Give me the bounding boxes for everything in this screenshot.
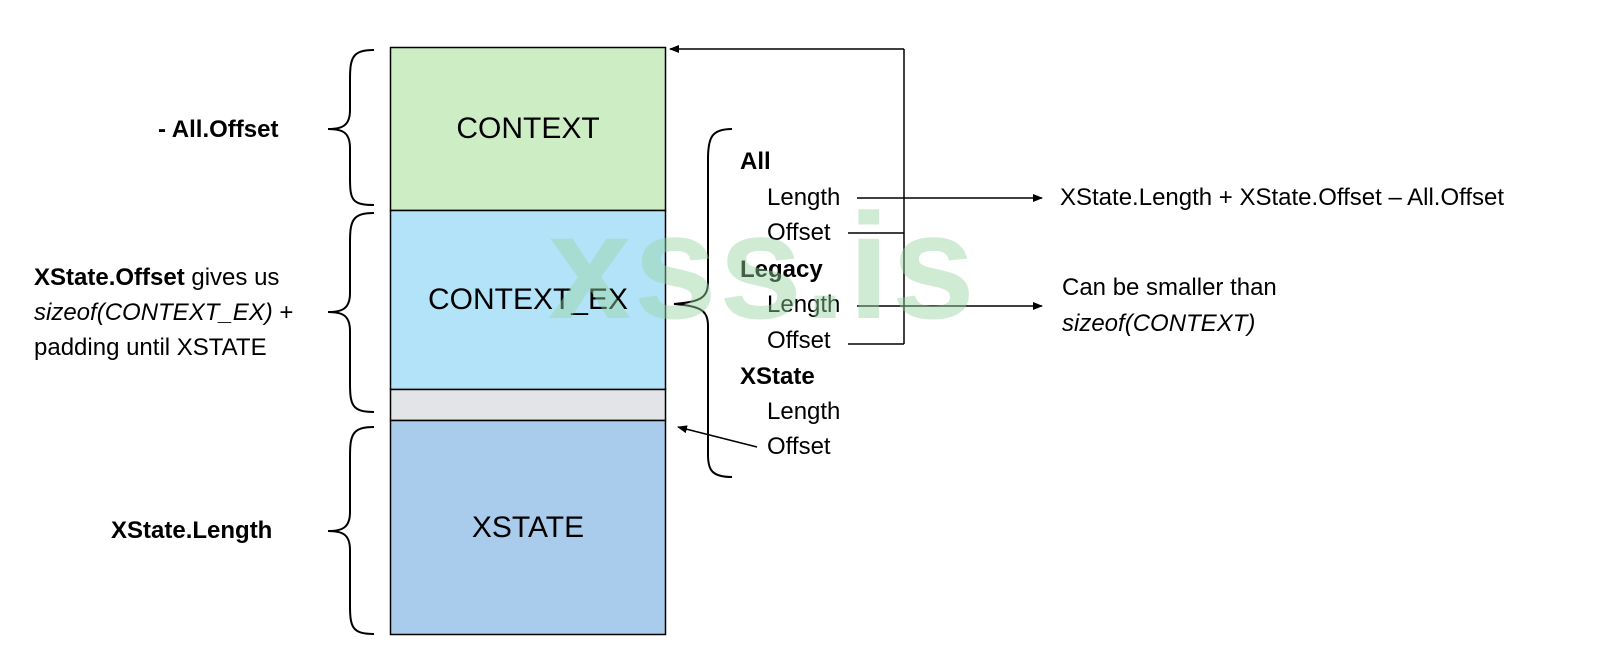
label-sizeof-context-ex: sizeof(CONTEXT_EX) <box>34 299 273 326</box>
xstate-box <box>389 419 667 636</box>
label-xstate-offset-bold: XState.Offset <box>34 264 185 291</box>
context-label: CONTEXT <box>456 112 600 145</box>
annotation-legacy-note-line2: sizeof(CONTEXT) <box>1062 310 1256 337</box>
brace-all-offset <box>327 49 375 206</box>
field-legacy: Legacy <box>740 256 823 283</box>
field-all-offset: Offset <box>767 219 831 246</box>
field-xstate-length: Length <box>767 398 841 425</box>
label-xstate-offset-line2: sizeof(CONTEXT_EX) + <box>34 295 293 330</box>
annotation-all-length-formula: XState.Length + XState.Offset – All.Offs… <box>1060 184 1505 211</box>
label-xstate-offset-rest: gives us <box>184 264 280 291</box>
arrow-xstate-offset <box>677 425 758 448</box>
brace-xstate-offset <box>327 212 375 413</box>
xstate-label: XSTATE <box>471 510 585 544</box>
label-xstate-offset-line1: XState.Offset gives us <box>34 260 279 295</box>
field-xstate-offset: Offset <box>767 433 831 460</box>
brace-xstate-length <box>327 426 375 635</box>
context-ex-label: CONTEXT_EX <box>427 283 629 316</box>
brace-context-ex-struct <box>673 128 733 478</box>
annotation-legacy-note-line1: Can be smaller than <box>1062 274 1277 301</box>
label-all-offset: - All.Offset <box>158 116 279 143</box>
field-legacy-length: Length <box>767 291 841 318</box>
label-xstate-length: XState.Length <box>111 517 273 544</box>
field-all-length: Length <box>767 184 841 211</box>
field-xstate: XState <box>740 363 815 390</box>
field-all: All <box>740 148 771 175</box>
padding-box <box>389 388 667 422</box>
label-plus: + <box>272 299 294 326</box>
context-box <box>389 46 667 212</box>
label-padding-until: padding until XSTATE <box>34 334 267 361</box>
field-legacy-offset: Offset <box>767 327 831 354</box>
context-ex-box <box>389 209 667 391</box>
